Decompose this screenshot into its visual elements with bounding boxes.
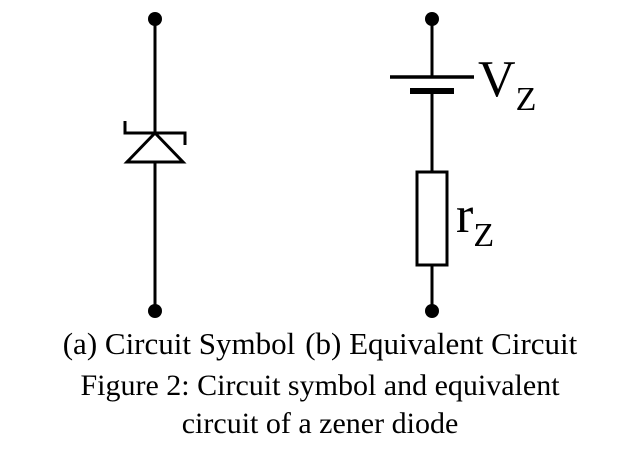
equivalent-circuit [390, 12, 474, 318]
vz-symbol: V [478, 51, 516, 108]
rz-subscript: Z [473, 217, 495, 254]
vz-subscript: Z [515, 81, 537, 118]
figure-caption-line2: circuit of a zener diode [181, 407, 459, 440]
terminal-dot [148, 12, 162, 26]
part-a-caption: (a) Circuit Symbol [62, 326, 296, 361]
rz-symbol: r [456, 187, 474, 244]
rz-label: rZ [456, 187, 494, 253]
part-b-caption: (b) Equivalent Circuit [305, 326, 578, 361]
terminal-dot [148, 304, 162, 318]
zener-circuit-symbol [123, 12, 187, 318]
figure-caption-line1: Figure 2: Circuit symbol and equivalent [80, 369, 560, 402]
zener-anode-triangle [123, 130, 187, 164]
subcaption-row: (a) Circuit Symbol (b) Equivalent Circui… [0, 326, 640, 362]
terminal-dot [425, 304, 439, 318]
terminal-dot [425, 12, 439, 26]
vz-label: VZ [478, 51, 536, 117]
resistor-symbol [415, 170, 449, 267]
